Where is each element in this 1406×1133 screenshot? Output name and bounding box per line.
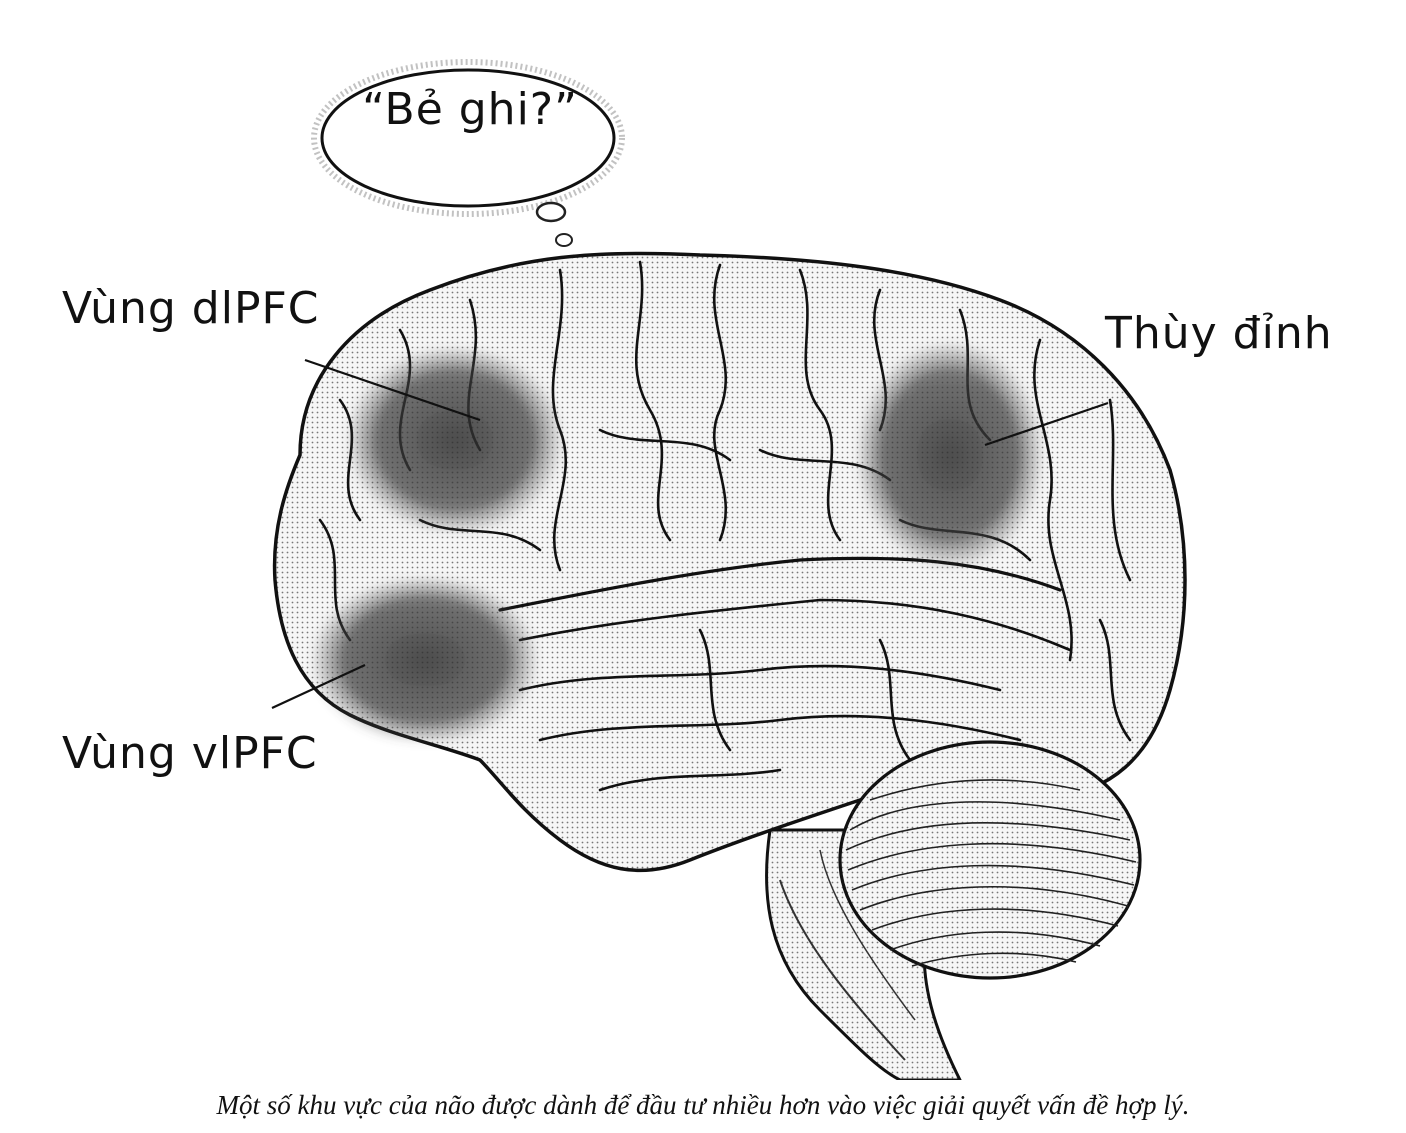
- figure-caption: Một số khu vực của não được dành để đầu …: [216, 1090, 1190, 1120]
- vlpfc-leader-line: [271, 664, 366, 709]
- parietal-region: [855, 340, 1045, 570]
- cerebellum: [838, 740, 1142, 980]
- dlpfc-region: [345, 345, 565, 535]
- vlpfc-label: Vùng vlPFC: [62, 728, 318, 779]
- brain-illustration: [271, 59, 1187, 1080]
- parietal-leader-line: [984, 401, 1109, 447]
- parietal-lobe-label: Thùy đỉnh: [1105, 308, 1333, 359]
- vlpfc-region: [310, 575, 540, 745]
- dlpfc-label: Vùng dlPFC: [62, 283, 320, 334]
- leader-lines: [271, 358, 1109, 709]
- thought-bubble: [311, 59, 625, 247]
- dlpfc-leader-line: [304, 358, 481, 422]
- thought-bubble-text: “Bẻ ghi?”: [362, 84, 578, 135]
